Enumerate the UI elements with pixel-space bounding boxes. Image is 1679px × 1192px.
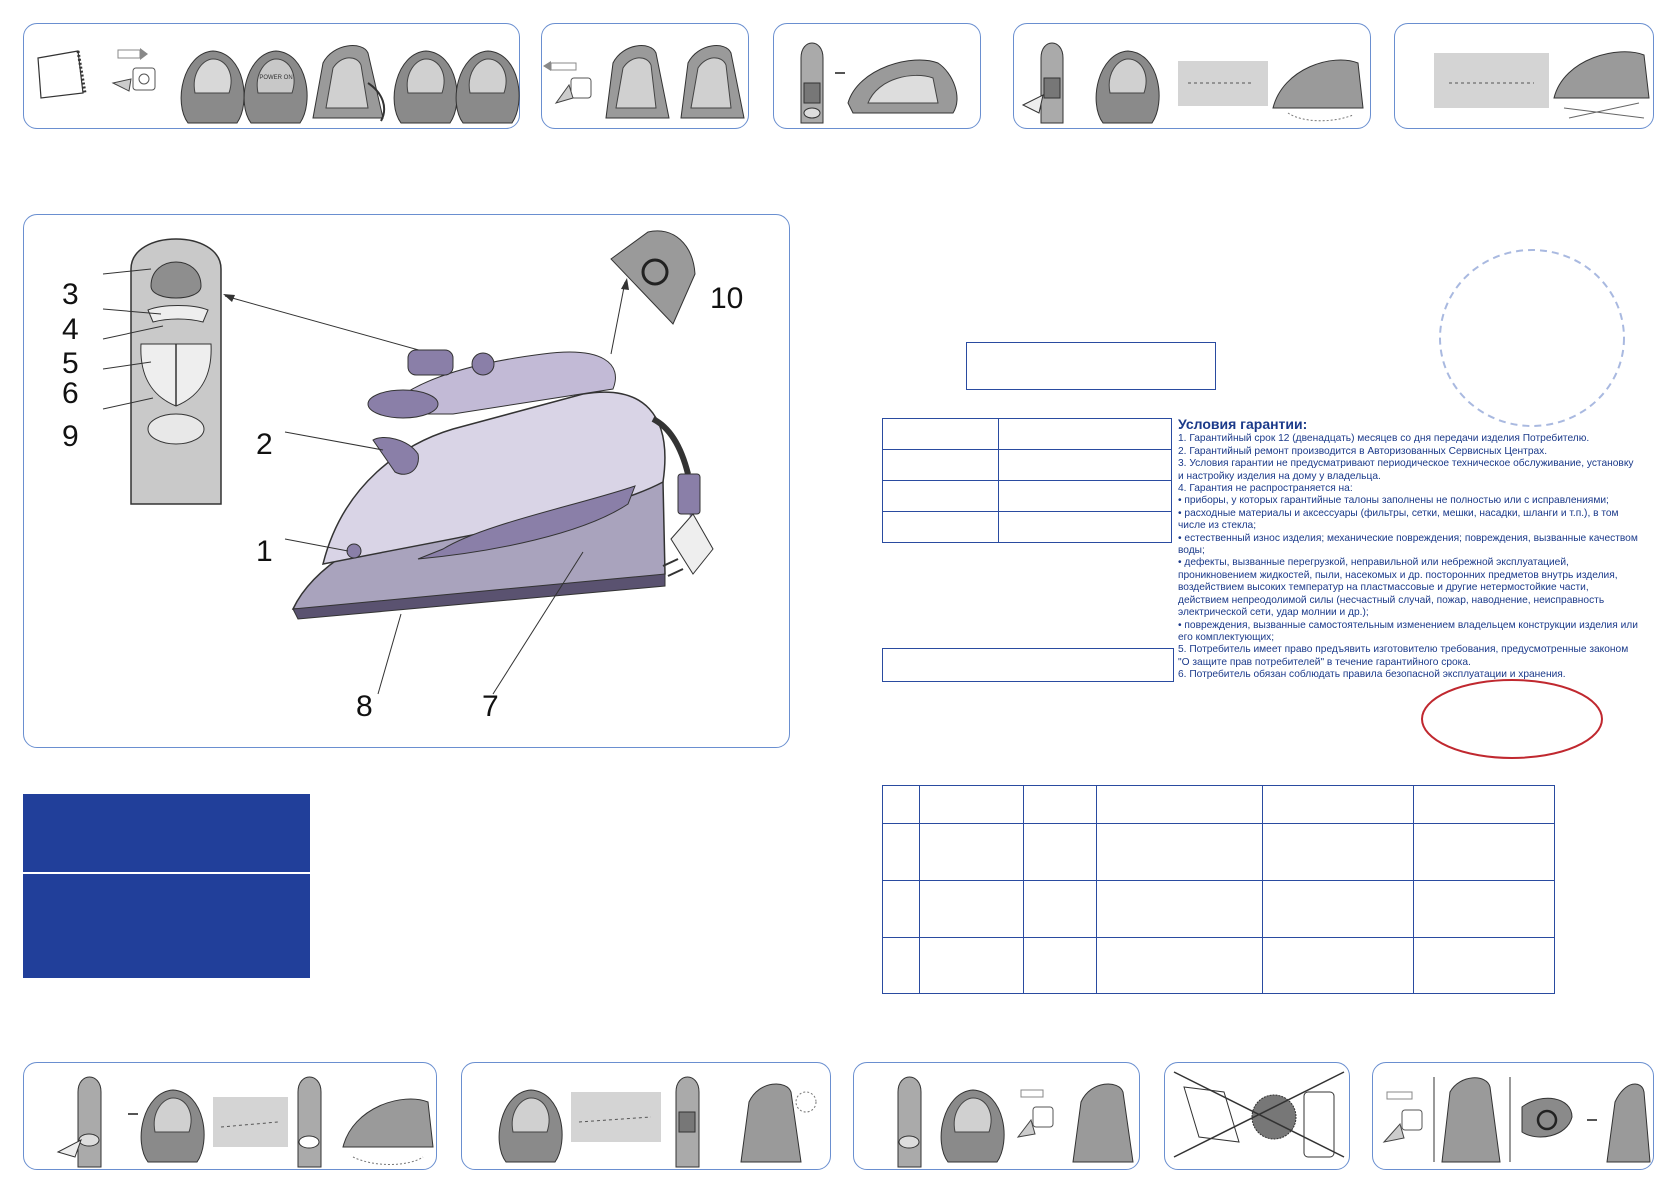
callout-9: 9 xyxy=(62,420,79,453)
callout-4: 4 xyxy=(62,313,79,346)
top-panel-5-illustrations xyxy=(1434,51,1650,119)
steam-button-3 xyxy=(150,261,202,299)
water-tank-7 xyxy=(417,485,636,560)
warranty-title: Условия гарантии: xyxy=(1178,416,1308,432)
bottom-panel-1-illustrations xyxy=(56,1076,434,1168)
warranty-line-4: 4. Гарантия не распространяется на: xyxy=(1178,483,1353,495)
bottom-panel-3-illustrations xyxy=(897,1076,1134,1168)
warranty-line-3: 3. Условия гарантии не предусматривают п… xyxy=(1178,458,1634,482)
repair-record-table xyxy=(882,785,1555,994)
top-panel-4-illustrations xyxy=(1021,42,1364,124)
blue-box-top xyxy=(23,794,310,872)
bottom-panel-5-illustrations xyxy=(1382,1077,1651,1163)
warranty-line-5: • приборы, у которых гарантийные талоны … xyxy=(1178,495,1609,507)
model-box xyxy=(966,342,1216,390)
spray-nozzle-2 xyxy=(372,437,419,475)
callout-2: 2 xyxy=(256,428,273,461)
temp-slider-4 xyxy=(147,305,209,323)
warranty-line-10: 5. Потребитель имеет право предъявить из… xyxy=(1178,644,1629,668)
power-on-label: POWER ON xyxy=(259,75,292,81)
callout-1: 1 xyxy=(256,535,273,568)
callout-10: 10 xyxy=(710,282,744,315)
seller-info-table xyxy=(882,418,1172,543)
indicator-light-1 xyxy=(346,543,362,559)
water-window-9 xyxy=(147,413,205,445)
warranty-line-6: • расходные материалы и аксессуары (филь… xyxy=(1178,507,1619,532)
stamp-placeholder-circle xyxy=(1439,249,1625,427)
warranty-line-2: 2. Гарантийный ремонт производится в Авт… xyxy=(1178,445,1548,457)
warranty-line-1: 1. Гарантийный срок 12 (двенадцать) меся… xyxy=(1178,433,1590,445)
warranty-line-8: • дефекты, вызванные перегрузкой, неправ… xyxy=(1178,557,1618,619)
warranty-conditions: Условия гарантии: 1. Гарантийный срок 12… xyxy=(1178,416,1638,682)
red-stamp-oval xyxy=(1421,679,1603,759)
bottom-panel-4-illustrations xyxy=(1173,1071,1345,1158)
bottom-panel-2-illustrations xyxy=(498,1076,817,1168)
top-panel-3-illustrations xyxy=(800,42,958,124)
warranty-line-7: • естественный износ изделия; механическ… xyxy=(1178,532,1638,557)
blue-box-bottom xyxy=(23,874,310,978)
self-clean-button-10 xyxy=(610,230,696,325)
callout-7: 7 xyxy=(482,690,499,723)
warranty-line-9: • повреждения, вызванные самостоятельным… xyxy=(1178,619,1638,643)
callout-8: 8 xyxy=(356,690,373,723)
signature-box xyxy=(882,648,1174,682)
callout-5: 5 xyxy=(62,347,79,380)
callout-6: 6 xyxy=(62,377,79,410)
top-panel-2-illustrations xyxy=(543,45,745,119)
warranty-line-11: 6. Потребитель обязан соблюдать правила … xyxy=(1178,669,1566,681)
callout-3: 3 xyxy=(62,278,79,311)
iron-diagram xyxy=(102,230,714,695)
top-panel-1-illustrations: POWER ON xyxy=(37,45,520,124)
